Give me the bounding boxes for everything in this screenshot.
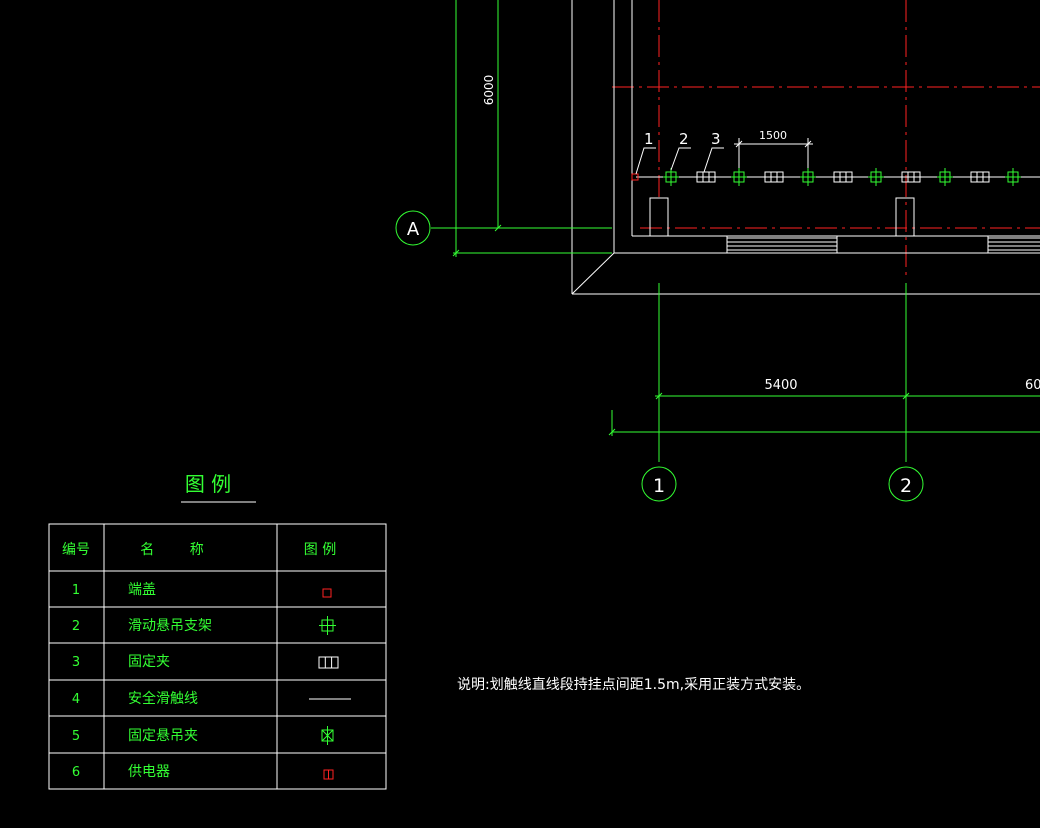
svg-text:安全滑触线: 安全滑触线 [128,690,198,707]
dim-partial-text: 60 [1025,378,1040,393]
dimension-lines [431,0,1040,462]
fixed-clamp-symbol [764,171,784,183]
sliding-hanger-symbol [937,168,953,186]
svg-text:4: 4 [72,692,80,707]
grid-bubble-2: 2 [888,466,924,502]
legend-header-name: 名 称 [140,542,204,558]
grid-bubble-1: 1 [641,466,677,502]
power-feeder-icon [323,769,334,780]
spacing-dimension [734,138,813,168]
callout-1: 1 [644,130,654,148]
building-walls [571,0,1040,295]
svg-text:端盖: 端盖 [128,582,156,598]
legend: 图 例 编号 名 称 图 例 1 端盖 2 滑动悬吊支架 [48,472,387,790]
svg-text:A: A [407,219,420,240]
fixed-clamp-symbol [833,171,853,183]
fixed-clamps [696,171,990,183]
svg-text:供电器: 供电器 [128,764,170,780]
svg-text:1: 1 [653,475,665,497]
callout-3: 3 [711,130,721,148]
fixed-hanger-clamp-icon [321,726,334,745]
end-cap-icon [322,588,332,598]
spacing-dimension-text: 1500 [759,129,787,142]
plan-view: 1 2 3 1500 6000 [395,0,1040,502]
svg-text:1: 1 [72,583,80,598]
sliding-hanger-icon [319,616,336,635]
svg-text:固定悬吊夹: 固定悬吊夹 [128,728,198,744]
opening-1 [726,236,838,253]
grid-bubble-a: A [395,210,431,246]
callout-2: 2 [679,130,689,148]
legend-row-1: 1 端盖 [72,582,332,598]
corner-line [571,252,615,295]
sliding-hanger-symbol [731,168,747,186]
legend-row-4: 4 安全滑触线 [72,690,351,707]
sliding-hanger-symbol [663,168,679,186]
legend-row-5: 5 固定悬吊夹 [72,726,334,745]
legend-table-grid [48,523,387,790]
fixed-clamp-icon [318,656,339,669]
sliding-hanger-symbol [868,168,884,186]
sliding-hanger-symbol [1005,168,1021,186]
svg-text:固定夹: 固定夹 [128,654,170,670]
legend-row-3: 3 固定夹 [72,654,339,670]
column-2 [895,197,915,237]
svg-text:5: 5 [72,729,80,744]
legend-header-number: 编号 [62,542,90,558]
dim-6000-text: 6000 [482,75,496,106]
legend-row-6: 6 供电器 [72,764,334,780]
fixed-clamp-symbol [901,171,921,183]
svg-text:6: 6 [72,765,80,780]
svg-text:2: 2 [900,475,912,497]
callout-leaders [635,147,724,175]
fixed-clamp-symbol [696,171,716,183]
opening-2 [987,236,1040,253]
installation-note: 说明:划触线直线段持挂点间距1.5m,采用正装方式安装。 [457,676,810,693]
legend-title: 图 例 [185,472,231,496]
column-1 [649,197,669,237]
svg-text:滑动悬吊支架: 滑动悬吊支架 [128,617,212,634]
legend-row-2: 2 滑动悬吊支架 [72,616,336,635]
dim-5400-text: 5400 [764,378,797,393]
axis-lines [612,0,1040,275]
fixed-clamp-symbol [970,171,990,183]
svg-text:2: 2 [72,619,80,634]
svg-text:3: 3 [72,655,80,670]
legend-header-symbol: 图 例 [304,542,336,558]
sliding-hanger-symbol [800,168,816,186]
end-cap-symbol [631,173,639,181]
sliding-hangers [663,168,1021,186]
